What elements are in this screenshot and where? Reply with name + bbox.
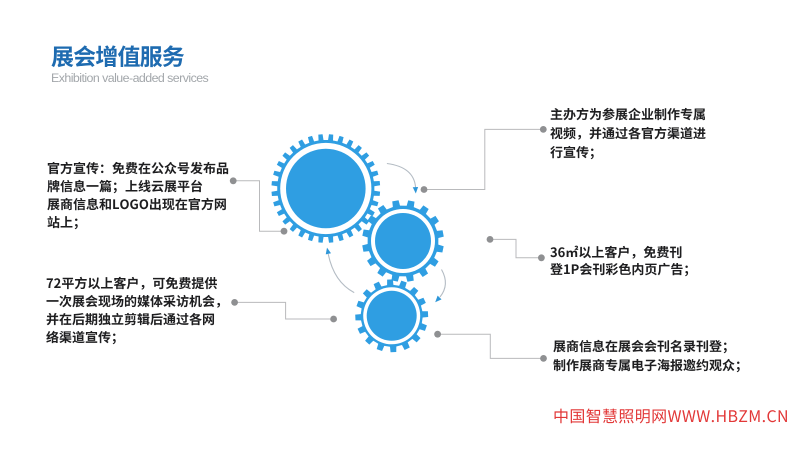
note-official-promotion: 官方宣传：免费在公众号发布品 牌信息一篇；上线云展平台 展商信息和LOGO出现在… [47,158,230,231]
connector-dot [540,355,547,362]
gear-small [355,279,429,353]
connector-left-top [229,177,288,235]
connector-dot [231,299,239,306]
rotation-arrow-left [325,247,355,294]
gears-group [271,134,444,353]
connector-dot [434,330,441,338]
connector-right-top [420,125,547,193]
connector-left-bottom [231,299,337,323]
rotation-arrows [325,162,446,303]
rotation-arrow-top [386,162,419,194]
watermark-text: 中国智慧照明网WWW.HBZM.CN [553,403,789,427]
connector-right-bottom [434,330,547,362]
arrowhead-icon [412,186,419,194]
note-exclusive-video: 主办方为参展企业制作专属 视频，并通过各官方渠道进 行宣传； [550,103,707,161]
note-media-interview: 72平方以上客户，可免费提供 一次展会现场的媒体采访机会， 并在后期独立剪辑后通… [46,273,229,346]
gear-medium [362,200,444,282]
slide-subtitle: Exhibition value-added services [51,70,209,85]
arrowhead-icon [325,247,332,255]
slide-title: 展会增值服务 [51,38,185,72]
connector-dot [280,227,288,235]
gear-large [271,134,381,243]
rotation-arrow-right [435,269,446,303]
connector-lines [229,125,547,362]
connector-dot [330,315,337,323]
connector-dot [420,186,428,193]
connector-right-middle [486,236,545,262]
connector-dot [538,254,545,262]
connector-dot [486,236,494,243]
note-directory-listing: 展商信息在展会会刊名录刊登； 制作展商专属电子海报邀约观众； [553,336,749,375]
connector-dot [229,177,237,185]
connector-dot [539,125,547,133]
arrowhead-icon [435,295,442,303]
note-journal-ad: 36㎡以上客户，免费刊 登1P会刊彩色内页广告； [550,241,697,279]
